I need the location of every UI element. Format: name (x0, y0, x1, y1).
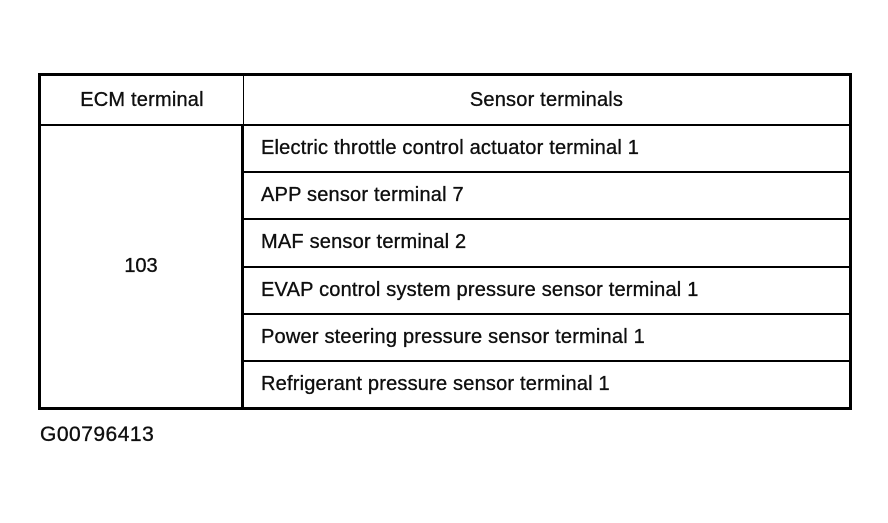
ecm-sensor-terminals-table: ECM terminal Sensor terminals 103 Electr… (38, 73, 852, 410)
table-body: 103 Electric throttle control actuator t… (41, 126, 849, 407)
sensor-terminal-row-electric-throttle: Electric throttle control actuator termi… (244, 126, 849, 174)
table-header-sensor-terminals: Sensor terminals (469, 88, 624, 111)
table-header-row: ECM terminal Sensor terminals (41, 76, 849, 126)
sensor-terminal-row-refrigerant: Refrigerant pressure sensor terminal 1 (261, 372, 610, 395)
sensor-terminal-row-maf-sensor: MAF sensor terminal 2 (244, 220, 849, 268)
figure-id-caption: G00796413 (40, 423, 155, 446)
sensor-terminal-row-power-steering: Power steering pressure sensor terminal … (244, 315, 849, 362)
sensor-terminal-row-evap-sensor: EVAP control system pressure sensor term… (244, 268, 849, 315)
table-header-ecm-terminal: ECM terminal (41, 76, 244, 124)
ecm-terminal-value: 103 (41, 126, 244, 407)
sensor-terminal-rows: Electric throttle control actuator termi… (244, 126, 849, 407)
sensor-terminal-row-app-sensor: APP sensor terminal 7 (244, 173, 849, 221)
